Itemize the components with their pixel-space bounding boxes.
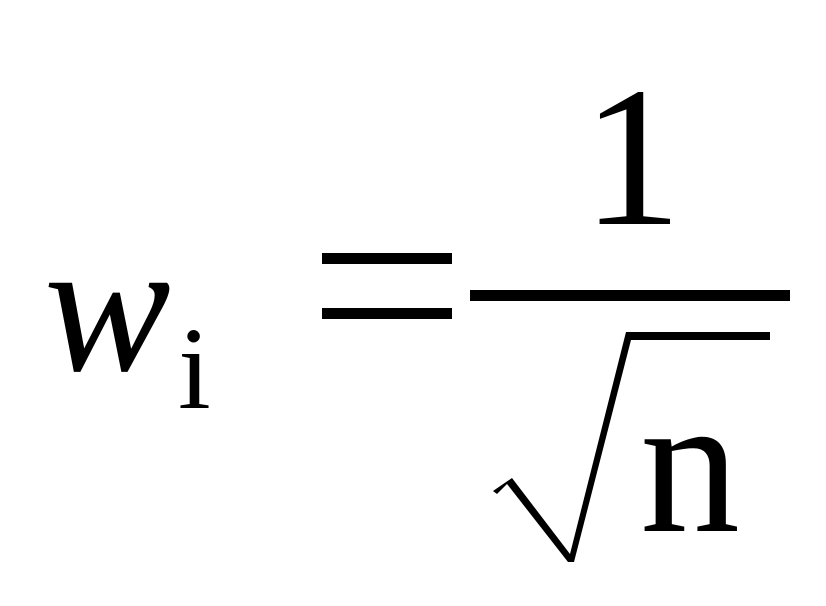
equals-bar-bottom bbox=[322, 308, 452, 319]
numerator: 1 bbox=[582, 47, 682, 268]
equals-bar-top bbox=[322, 253, 452, 264]
equals-sign bbox=[322, 253, 452, 319]
subscript-i: i bbox=[178, 303, 211, 434]
variable-w: w bbox=[44, 202, 171, 412]
radicand: n bbox=[640, 354, 740, 575]
fraction-bar bbox=[470, 290, 790, 301]
